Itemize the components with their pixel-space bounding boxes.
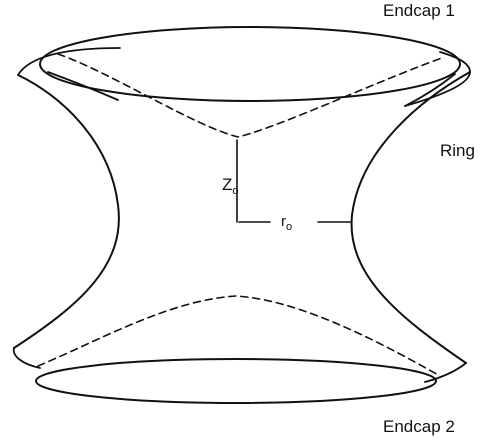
label-z0: Zo — [222, 176, 239, 197]
ring-top-flange — [17, 47, 121, 76]
ring-profile-left — [13, 74, 120, 349]
label-r0: ro — [281, 214, 292, 233]
label-endcap-2: Endcap 2 — [383, 417, 455, 436]
endcap-2-surface — [37, 295, 441, 377]
ring-bottom-flange-right — [424, 362, 467, 383]
endcap-1-surface — [57, 53, 443, 138]
label-z0-main: Z — [222, 175, 233, 194]
ring-profile-right — [350, 71, 471, 364]
endcap-1-rim — [39, 26, 461, 102]
label-ring: Ring — [440, 141, 475, 160]
ring-bottom-flange-left — [12, 347, 41, 369]
label-r0-subscript: o — [286, 221, 293, 233]
label-r0-main: r — [281, 213, 286, 230]
endcap-2-rim — [35, 358, 437, 404]
label-endcap-1: Endcap 1 — [383, 1, 455, 20]
endcap-1-surface-front-left — [47, 71, 119, 101]
endcap-1-surface-front-right — [404, 73, 456, 107]
label-z0-subscript: o — [232, 185, 239, 197]
